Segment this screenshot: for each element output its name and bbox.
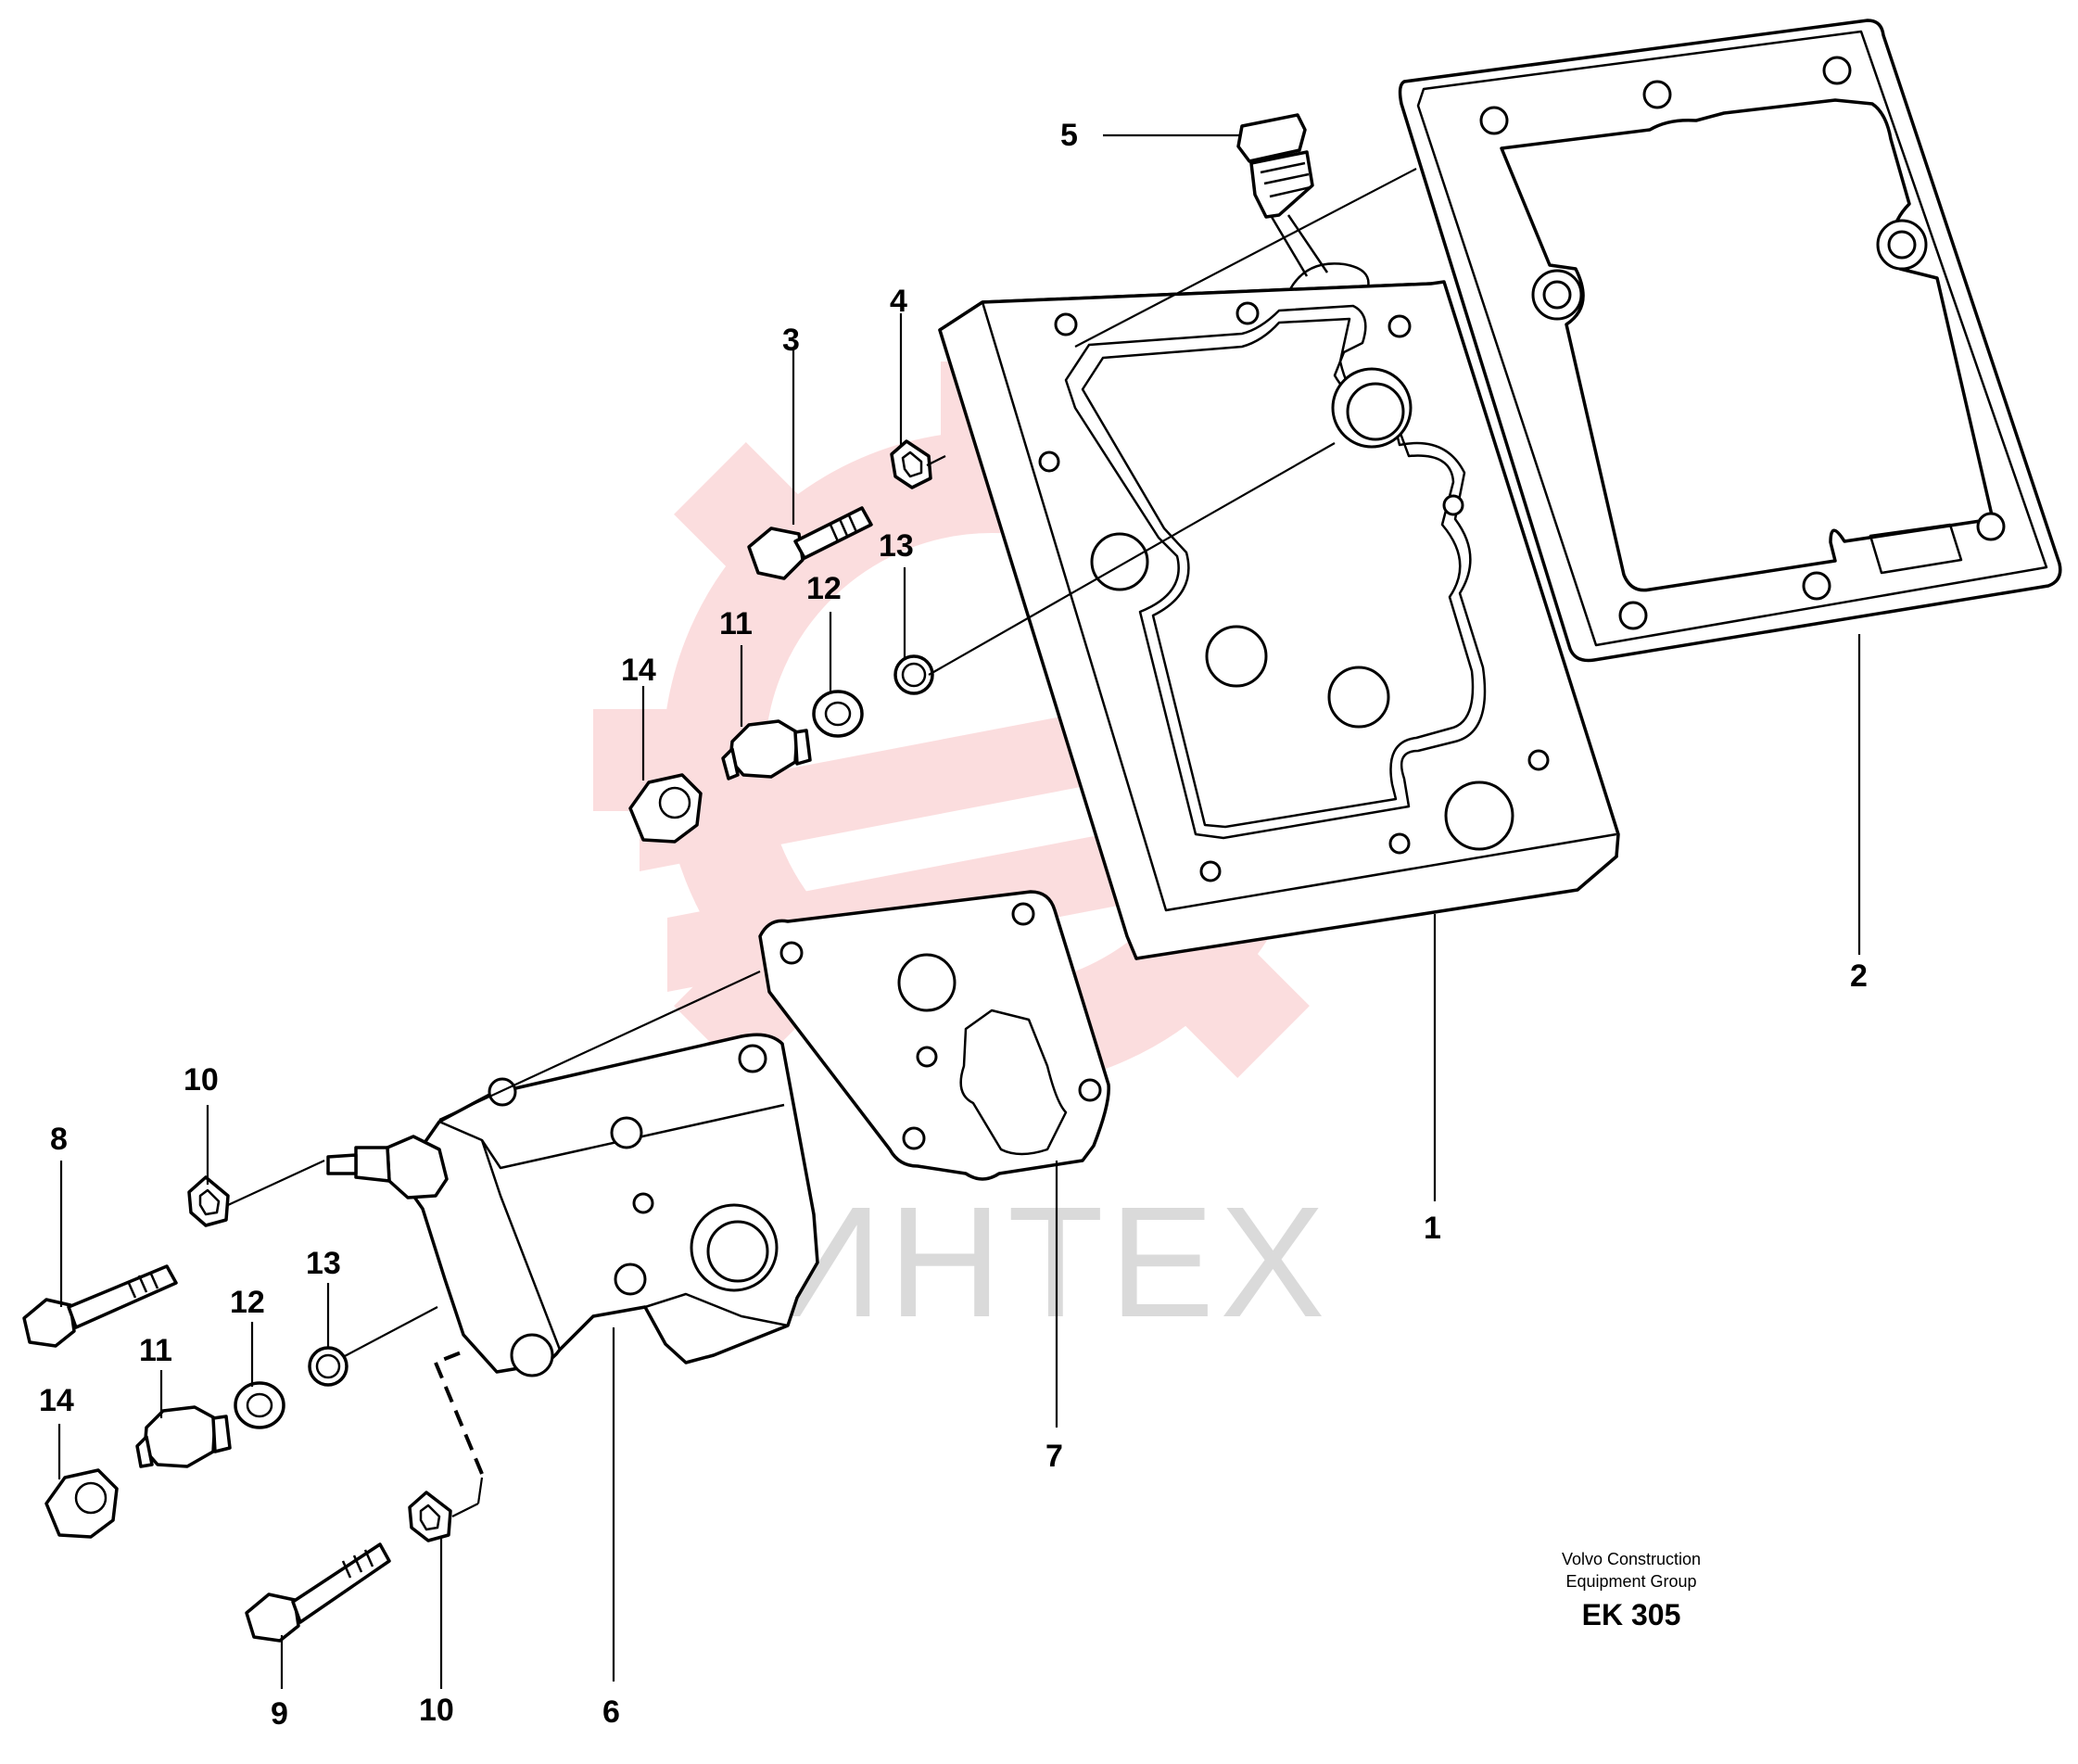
bolt-part-9	[245, 1542, 391, 1643]
fitting-part-11-lower	[135, 1405, 232, 1468]
washer-part-4	[890, 439, 932, 489]
callout-11-lower: 11	[139, 1333, 172, 1368]
callout-2: 2	[1850, 958, 1868, 994]
callout-8: 8	[50, 1122, 68, 1157]
valve-body-part-6	[326, 1033, 819, 1377]
washer-part-10-upper	[187, 1175, 230, 1227]
assembly-lines	[227, 168, 1417, 1517]
callout-13-lower: 13	[306, 1246, 341, 1281]
callout-7: 7	[1045, 1439, 1063, 1474]
washer-part-10-lower	[408, 1491, 452, 1542]
callout-12-lower: 12	[230, 1285, 265, 1320]
washer-part-12-lower	[234, 1381, 285, 1429]
ring-part-13-lower	[308, 1346, 348, 1387]
gasket-part-2	[1398, 19, 2062, 663]
callout-11-upper: 11	[719, 606, 753, 641]
callout-13-upper: 13	[879, 528, 914, 564]
callout-12-upper: 12	[806, 571, 842, 606]
gasket-part-7	[758, 890, 1110, 1181]
callout-1: 1	[1424, 1211, 1441, 1246]
callout-10-upper: 10	[184, 1062, 219, 1098]
footer-caption: Volvo Construction Equipment Group EK 30…	[1474, 1548, 1789, 1632]
callout-14-lower: 14	[39, 1383, 74, 1418]
company-line-1: Volvo Construction	[1561, 1550, 1702, 1568]
callout-3: 3	[782, 323, 800, 358]
callout-14-upper: 14	[621, 653, 656, 688]
callout-4: 4	[890, 284, 907, 319]
bolt-part-8	[22, 1264, 178, 1348]
callout-10-lower: 10	[419, 1693, 454, 1728]
callout-leaders	[57, 133, 1861, 1689]
nut-part-14-lower	[44, 1468, 119, 1539]
callout-5: 5	[1060, 118, 1078, 153]
washer-part-12-upper	[812, 690, 864, 738]
bolt-part-3	[747, 506, 873, 580]
diagram-code: EK 305	[1581, 1598, 1681, 1631]
cover-plate-part-1	[938, 262, 1620, 960]
nut-part-14-upper	[628, 773, 703, 844]
company-line-2: Equipment Group	[1565, 1572, 1697, 1591]
fitting-part-11-upper	[721, 719, 812, 780]
watermark-text: ИНТЕХ	[769, 1174, 1331, 1351]
fitting-part-5	[1236, 113, 1329, 277]
callout-9: 9	[271, 1696, 288, 1732]
callout-labels: 5 3 4 13 12 11 14 2 1 7 6 10 8 13 12 11 …	[39, 118, 1868, 1732]
callout-6: 6	[602, 1694, 620, 1730]
ring-part-13-upper	[893, 654, 934, 695]
